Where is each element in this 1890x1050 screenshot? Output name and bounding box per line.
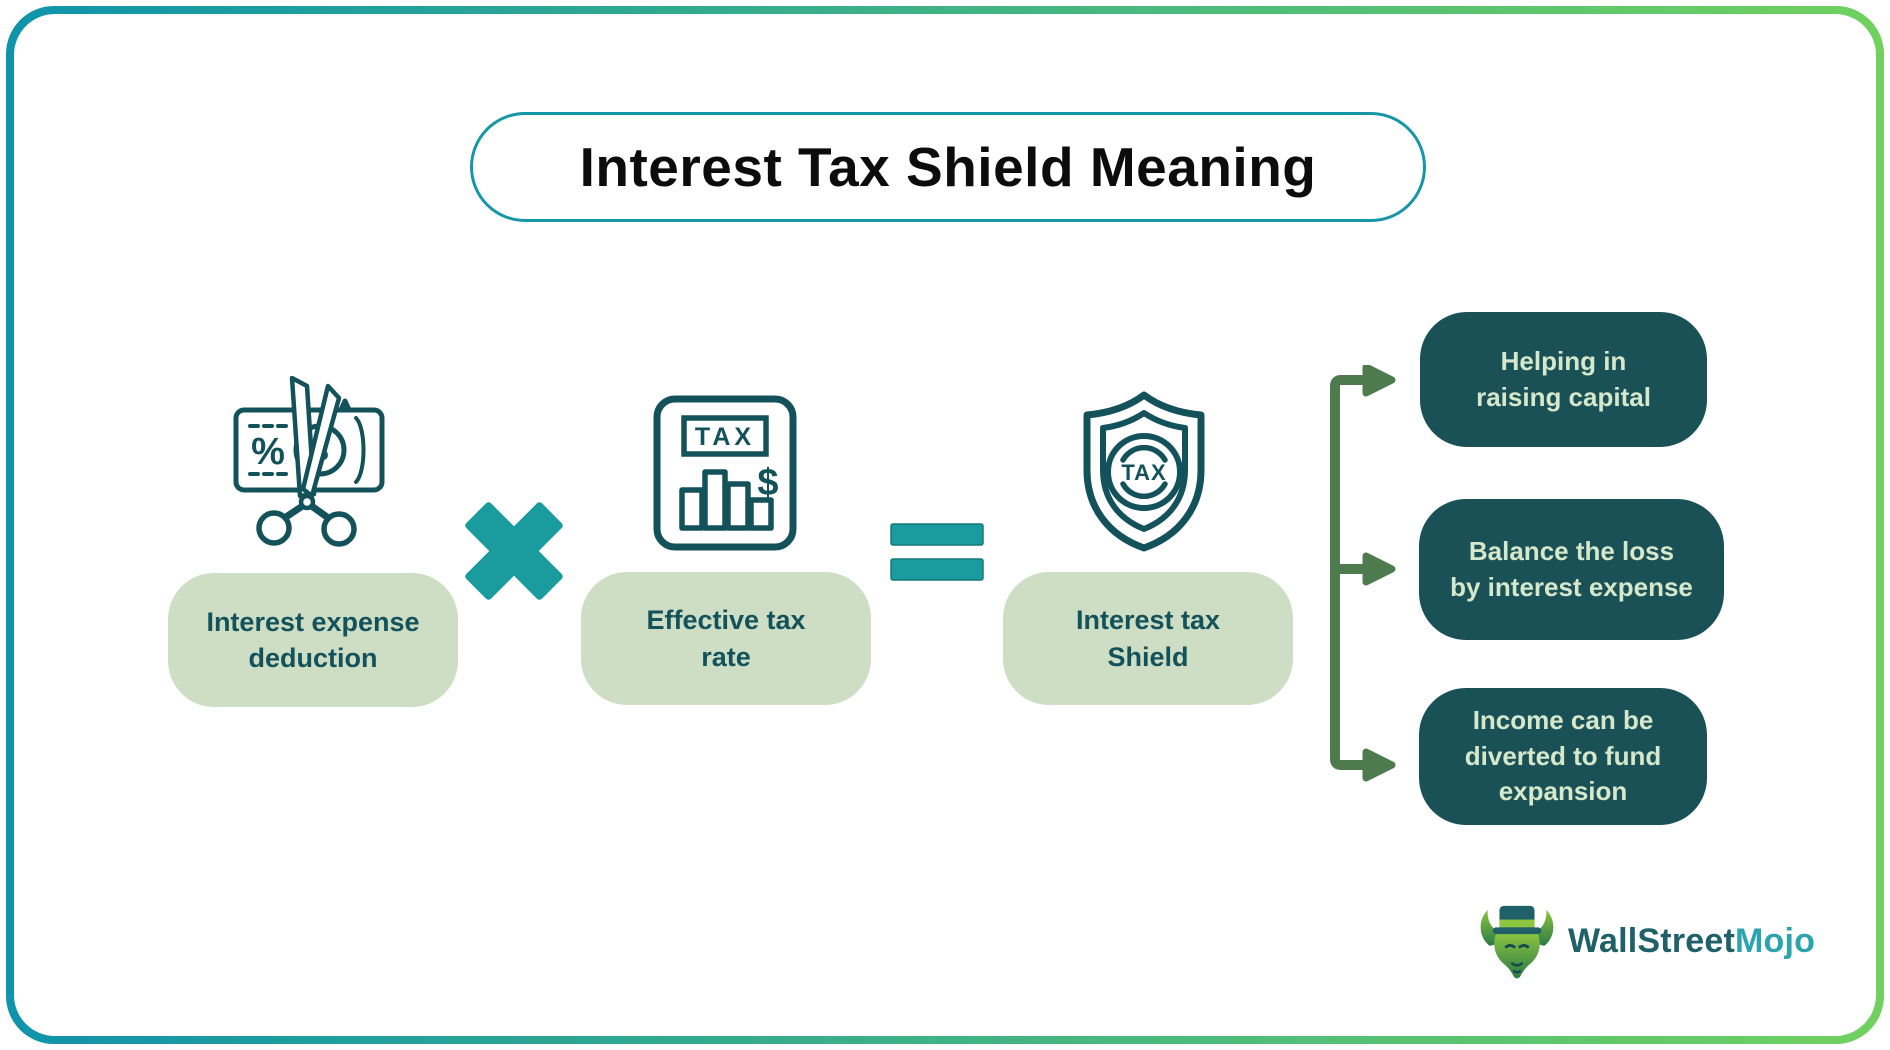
arrowhead-bottom	[1362, 748, 1396, 782]
branch-arrows	[1330, 365, 1396, 782]
page-title: Interest Tax Shield Meaning	[579, 136, 1317, 198]
money-scissors-icon: % $	[233, 376, 385, 547]
bull-icon	[1480, 905, 1554, 979]
tax-text: TAX	[695, 423, 755, 451]
benefit-text: Balance the loss by interest expense	[1450, 535, 1693, 602]
benefit-text: Helping in raising capital	[1476, 345, 1651, 412]
pill-text: Effective tax rate	[646, 605, 806, 672]
tax-text: TAX	[1121, 460, 1166, 485]
logo-text-wallstreet: WallStreet	[1568, 921, 1736, 960]
dollar-glyph: $	[757, 462, 778, 504]
logo-wordmark: WallStreetMojo	[1568, 922, 1815, 961]
label-effective-tax-rate: Effective tax rate	[581, 572, 871, 705]
logo-text-mojo: Mojo	[1735, 921, 1816, 960]
wallstreetmojo-logo: WallStreetMojo	[1478, 903, 1815, 979]
arrowhead-middle	[1362, 552, 1396, 586]
benefit-raising-capital: Helping in raising capital	[1420, 312, 1707, 447]
label-interest-tax-shield: Interest tax Shield	[1003, 572, 1293, 705]
benefit-balance-loss: Balance the loss by interest expense	[1419, 499, 1724, 640]
bar-chart-shape	[679, 469, 774, 531]
pill-text: Interest expense deduction	[206, 606, 420, 673]
benefit-text: Income can be diverted to fund expansion	[1464, 704, 1662, 807]
tax-rate-icon: TAX $	[653, 395, 797, 551]
benefit-fund-expansion: Income can be diverted to fund expansion	[1419, 688, 1707, 825]
tax-shield-icon: TAX	[1083, 391, 1205, 552]
percent-glyph: %	[251, 431, 285, 473]
scissors-shape	[289, 376, 342, 511]
title-banner: Interest Tax Shield Meaning	[470, 112, 1426, 222]
arrowhead-top	[1362, 365, 1396, 397]
equals-icon	[890, 523, 984, 581]
label-interest-expense-deduction: Interest expense deduction	[168, 573, 458, 707]
pill-text: Interest tax Shield	[1075, 605, 1221, 672]
multiply-icon	[465, 502, 563, 600]
